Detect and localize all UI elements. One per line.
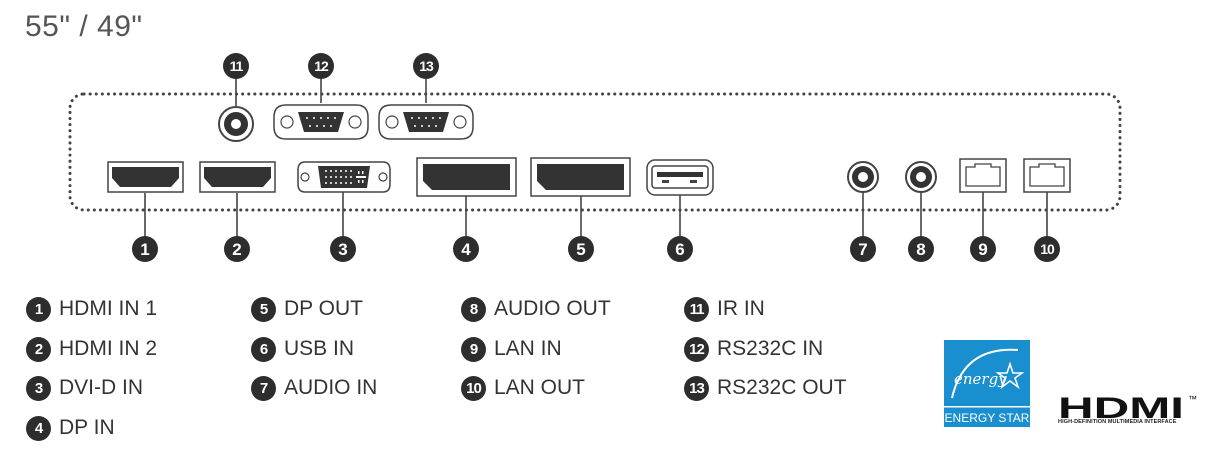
legend-number: 4 xyxy=(26,415,51,441)
lan-port-icon xyxy=(959,158,1007,193)
port-marker-11: 11 xyxy=(223,53,249,79)
port-marker-4: 4 xyxy=(453,236,479,262)
serial-port-icon xyxy=(378,104,474,140)
legend-label: HDMI IN 2 xyxy=(59,337,158,360)
legend-label: DVI-D IN xyxy=(59,376,143,399)
legend-label: IR IN xyxy=(717,297,765,320)
legend-item: 9 LAN IN xyxy=(461,336,562,362)
svg-text:3: 3 xyxy=(338,240,347,259)
legend-label: DP OUT xyxy=(284,297,363,320)
svg-text:11: 11 xyxy=(230,58,244,74)
legend-label: AUDIO IN xyxy=(284,376,378,399)
port-marker-3: 3 xyxy=(330,236,356,262)
usb-port-icon xyxy=(646,159,714,196)
legend-item: 8 AUDIO OUT xyxy=(461,296,611,322)
displayport-icon xyxy=(416,157,517,197)
legend-number: 2 xyxy=(26,336,51,362)
legend-number: 6 xyxy=(251,336,276,362)
port-marker-12: 12 xyxy=(308,53,334,79)
legend-label: DP IN xyxy=(59,416,115,439)
port-marker-2: 2 xyxy=(224,236,250,262)
ir-jack-icon xyxy=(218,106,254,142)
legend-number: 5 xyxy=(251,296,276,322)
port-marker-7: 7 xyxy=(850,236,876,262)
legend-label: LAN OUT xyxy=(494,376,586,399)
legend-item: 6 USB IN xyxy=(251,336,354,362)
svg-text:8: 8 xyxy=(916,240,925,259)
hdmi-port-icon xyxy=(107,161,184,193)
legend-label: RS232C OUT xyxy=(717,376,847,399)
svg-text:1: 1 xyxy=(140,240,149,259)
port-marker-1: 1 xyxy=(132,236,158,262)
legend-item: 5 DP OUT xyxy=(251,296,363,322)
hdmi-subtitle: HIGH-DEFINITION MULTIMEDIA INTERFACE xyxy=(1058,419,1177,425)
legend-item: 7 AUDIO IN xyxy=(251,375,377,401)
hdmi-port-icon xyxy=(199,161,276,193)
svg-text:energy: energy xyxy=(954,370,1007,388)
legend-item: 2 HDMI IN 2 xyxy=(26,336,157,362)
legend-item: 13 RS232C OUT xyxy=(684,375,847,401)
port-marker-10: 10 xyxy=(1034,236,1060,262)
displayport-icon xyxy=(530,157,631,197)
legend-number: 13 xyxy=(684,375,709,401)
hdmi-logo: HDMI ™ xyxy=(1058,392,1197,425)
legend-label: LAN IN xyxy=(494,337,562,360)
dvi-port-icon xyxy=(297,161,391,193)
audio-jack-icon xyxy=(847,161,879,193)
serial-port-icon xyxy=(273,104,369,140)
svg-text:13: 13 xyxy=(419,58,434,74)
svg-text:7: 7 xyxy=(858,240,867,259)
panel-outline xyxy=(68,92,1122,212)
svg-text:ENERGY STAR: ENERGY STAR xyxy=(945,411,1030,425)
legend-number: 12 xyxy=(684,336,709,362)
legend-number: 11 xyxy=(684,296,709,322)
svg-text:HDMI: HDMI xyxy=(1058,392,1184,425)
legend-number: 7 xyxy=(251,375,276,401)
legend-item: 1 HDMI IN 1 xyxy=(26,296,157,322)
port-marker-9: 9 xyxy=(970,236,996,262)
port-marker-13: 13 xyxy=(413,53,439,79)
svg-text:10: 10 xyxy=(1040,241,1055,257)
port-diagram: 1 2 3 4 5 6 7 8 9 10 11 12 13 xyxy=(68,53,1122,262)
audio-jack-icon xyxy=(905,161,937,193)
svg-text:2: 2 xyxy=(232,240,241,259)
legend-number: 8 xyxy=(461,296,486,322)
svg-text:9: 9 xyxy=(978,240,987,259)
energy-star-logo: energy ENERGY STAR xyxy=(944,340,1030,427)
legend-item: 4 DP IN xyxy=(26,415,115,441)
legend-item: 3 DVI-D IN xyxy=(26,375,143,401)
legend-number: 10 xyxy=(461,375,486,401)
legend-number: 1 xyxy=(26,296,51,322)
legend-item: 12 RS232C IN xyxy=(684,336,823,362)
svg-text:12: 12 xyxy=(314,58,329,74)
lan-port-icon xyxy=(1023,158,1071,193)
svg-text:™: ™ xyxy=(1188,394,1197,404)
legend-label: USB IN xyxy=(284,337,355,360)
legend-label: RS232C IN xyxy=(717,337,824,360)
legend-number: 9 xyxy=(461,336,486,362)
legend-item: 11 IR IN xyxy=(684,296,765,322)
legend-label: HDMI IN 1 xyxy=(59,297,158,320)
port-marker-8: 8 xyxy=(908,236,934,262)
svg-text:4: 4 xyxy=(461,240,471,259)
svg-text:6: 6 xyxy=(675,240,684,259)
legend-item: 10 LAN OUT xyxy=(461,375,585,401)
port-marker-6: 6 xyxy=(667,236,693,262)
port-marker-5: 5 xyxy=(568,236,594,262)
legend-label: AUDIO OUT xyxy=(494,297,611,320)
svg-text:5: 5 xyxy=(576,240,585,259)
legend-number: 3 xyxy=(26,375,51,401)
page-title: 55" / 49" xyxy=(25,10,143,43)
